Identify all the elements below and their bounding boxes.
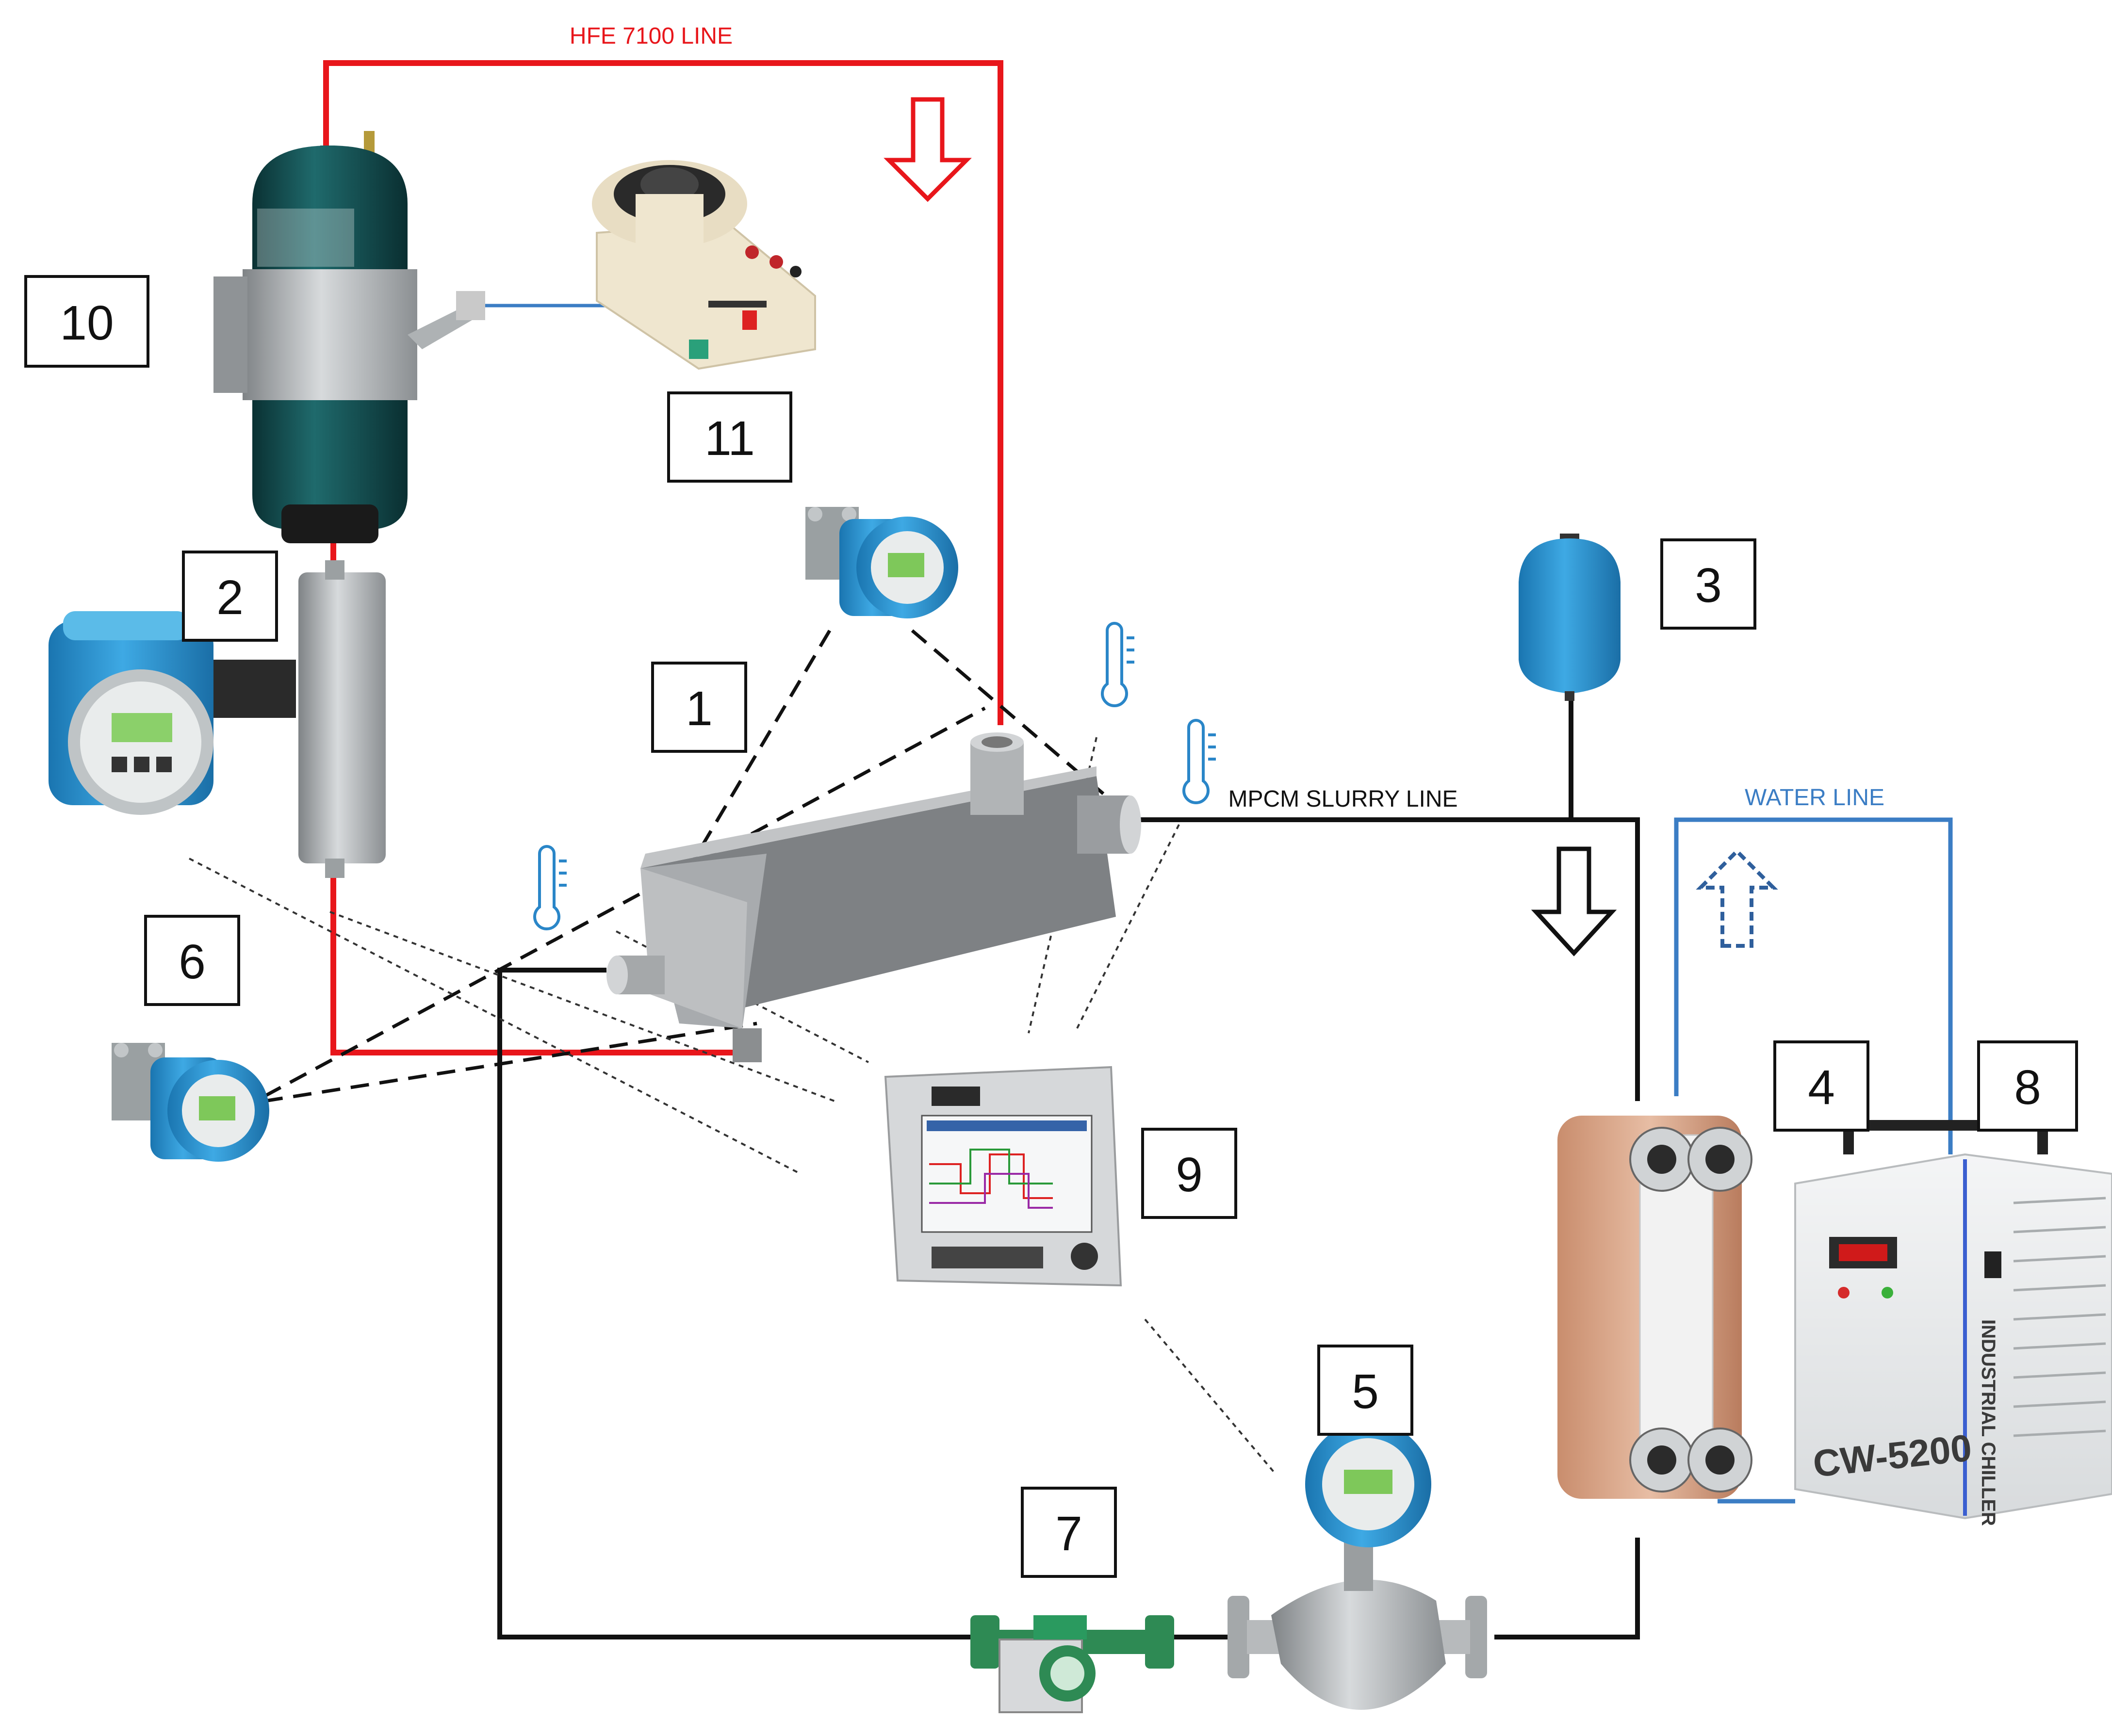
variac-transformer xyxy=(592,160,816,370)
component-number-11: 11 xyxy=(667,391,792,483)
chiller-side-label: INDUSTRIAL CHILLER xyxy=(1978,1319,1999,1526)
thermometer-icon xyxy=(1182,719,1216,804)
plate-heat-exchanger xyxy=(1557,1116,1752,1499)
boiler-tank xyxy=(213,131,485,543)
component-number-1: 1 xyxy=(651,662,747,753)
expansion-tank xyxy=(1519,534,1621,701)
svg-text:5: 5 xyxy=(1352,1364,1379,1419)
svg-text:3: 3 xyxy=(1695,558,1722,613)
mpcm-line-label: MPCM SLURRY LINE xyxy=(1228,786,1457,812)
hfe-line-label: HFE 7100 LINE xyxy=(570,23,733,49)
svg-text:4: 4 xyxy=(1808,1060,1835,1115)
test-section xyxy=(606,732,1141,1062)
water-line-label: WATER LINE xyxy=(1745,785,1884,811)
component-number-3: 3 xyxy=(1660,538,1756,630)
svg-text:9: 9 xyxy=(1176,1148,1203,1202)
pressure-transmitter-top xyxy=(805,507,958,618)
component-number-6: 6 xyxy=(144,915,240,1006)
water-flow-arrow xyxy=(1696,848,1778,948)
svg-text:2: 2 xyxy=(216,570,244,625)
coriolis-flow-meter xyxy=(49,560,386,878)
data-logger xyxy=(884,1066,1122,1287)
svg-text:11: 11 xyxy=(704,411,755,466)
coriolis-mass-flow-meter xyxy=(1228,1421,1487,1710)
thermometer-icon xyxy=(1101,622,1134,707)
component-number-2: 2 xyxy=(182,551,278,642)
mpcm-line xyxy=(497,698,1640,1639)
component-number-4: 4 xyxy=(1773,1040,1869,1132)
circulation-pump xyxy=(970,1615,1174,1713)
component-number-5: 5 xyxy=(1317,1345,1413,1436)
component-number-8: 8 xyxy=(1977,1040,2078,1132)
component-number-9: 9 xyxy=(1141,1128,1237,1219)
svg-text:1: 1 xyxy=(686,681,713,736)
svg-text:7: 7 xyxy=(1055,1507,1082,1561)
water-line xyxy=(1674,817,1953,1504)
thermometer-icon xyxy=(533,845,567,930)
svg-text:10: 10 xyxy=(60,296,114,350)
hfe-flow-arrow xyxy=(884,97,972,202)
component-number-10: 10 xyxy=(24,275,149,368)
svg-text:8: 8 xyxy=(2014,1060,2041,1115)
mpcm-flow-arrow xyxy=(1531,846,1617,957)
component-number-7: 7 xyxy=(1021,1487,1117,1578)
dp-transmitter xyxy=(112,1043,269,1162)
industrial-chiller: CW-5200 INDUSTRIAL CHILLER xyxy=(1794,1120,2112,1526)
svg-text:6: 6 xyxy=(179,935,206,989)
